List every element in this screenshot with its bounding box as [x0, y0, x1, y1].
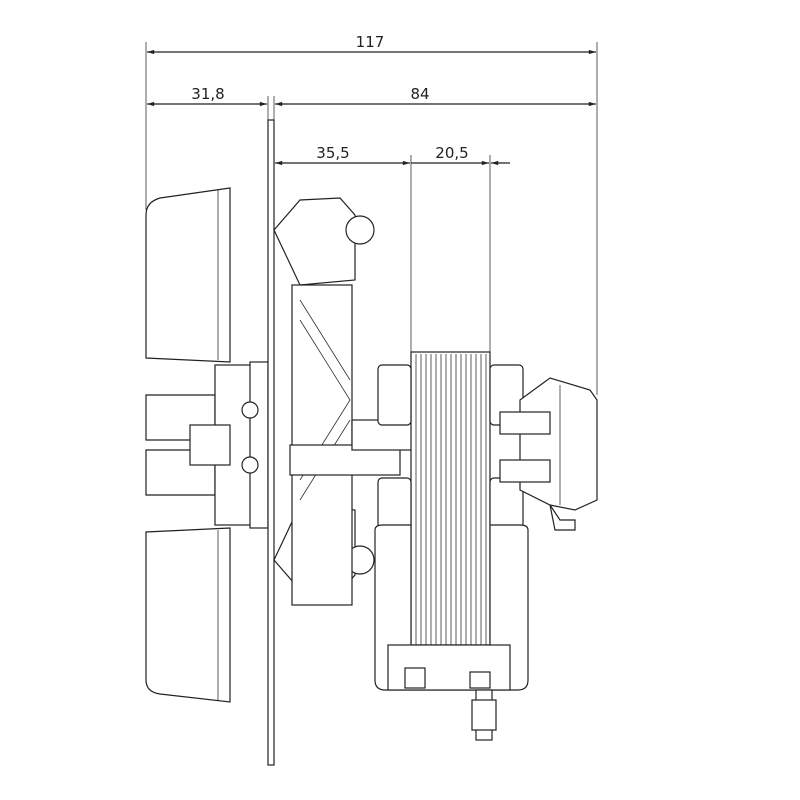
dimension-label-35-5: 35,5 [316, 144, 349, 162]
terminal-block [387, 644, 511, 741]
motor-frame [273, 197, 413, 606]
mounting-plate [267, 119, 275, 766]
dimension-label-31-8: 31,8 [191, 85, 224, 103]
connector [499, 377, 598, 531]
dimension-motor: 84 [275, 85, 597, 107]
extension-lines [145, 42, 598, 395]
dimension-label-84: 84 [410, 85, 429, 103]
lamination-stack [410, 351, 491, 651]
dimension-label-117: 117 [356, 33, 385, 51]
dimension-impeller: 31,8 [147, 85, 267, 107]
dimension-plate-to-stack: 35,5 [275, 144, 410, 166]
impeller [145, 187, 269, 703]
dimension-overall: 117 [147, 33, 597, 55]
dimension-stack: 20,5 [411, 144, 510, 166]
dimension-label-20-5: 20,5 [435, 144, 468, 162]
